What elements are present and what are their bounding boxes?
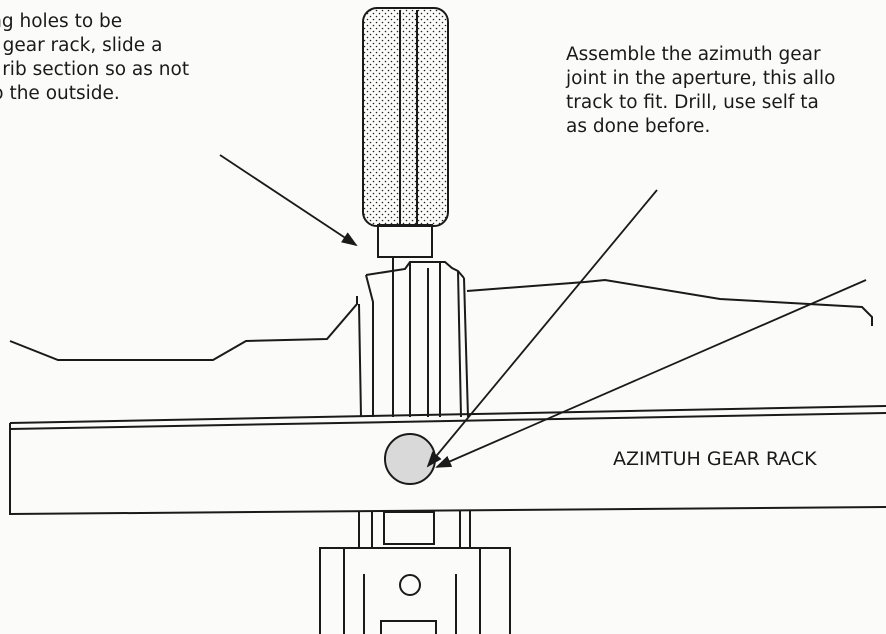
shaft-assembly xyxy=(358,224,469,418)
note-left-line: ing holes to be xyxy=(0,11,123,32)
note-right-line: track to fit. Drill, use self ta xyxy=(566,92,819,113)
note-left-line: n gear rack, slide a xyxy=(0,35,163,56)
gear-rack-label: AZIMTUH GEAR RACK xyxy=(613,448,817,470)
arrow-to-bolt-steep xyxy=(426,189,658,468)
note-left-line: to the outside. xyxy=(0,83,120,104)
note-right-line: as done before. xyxy=(566,116,711,137)
knurled-knob xyxy=(362,7,449,227)
instruction-note-left: ing holes to be n gear rack, slide a o r… xyxy=(0,10,189,106)
leader-arrows xyxy=(219,154,867,468)
note-left-line: o rib section so as not xyxy=(0,59,190,80)
gear-rack-bar xyxy=(9,405,886,516)
bolt-head xyxy=(384,433,436,485)
instruction-note-right: Assemble the azimuth gear joint in the a… xyxy=(566,43,835,139)
arrow-to-collar xyxy=(219,154,358,247)
lower-mount xyxy=(319,510,511,634)
rib-profile xyxy=(9,278,873,361)
note-right-line: joint in the aperture, this allo xyxy=(566,68,836,89)
arrow-to-bolt-shallow xyxy=(435,279,867,468)
note-right-line: Assemble the azimuth gear xyxy=(566,44,821,65)
